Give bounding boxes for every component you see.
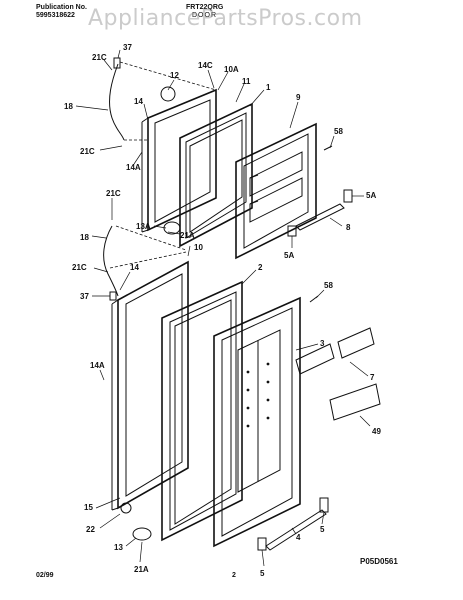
publication-label: Publication No. xyxy=(36,4,87,11)
callout: 1 xyxy=(266,83,271,92)
callout: 21C xyxy=(80,147,95,156)
callout: 21C xyxy=(72,263,87,272)
upper-door-liner xyxy=(235,122,317,260)
bottom-hinge-pin xyxy=(132,527,152,541)
watermark: AppliancePartsPros.com xyxy=(88,6,363,31)
callout: 5A xyxy=(366,191,376,200)
upper-door-gasket xyxy=(179,102,253,248)
section-title: DOOR xyxy=(192,12,217,19)
lower-shelf-bar xyxy=(257,497,329,551)
callout: 5A xyxy=(284,251,294,260)
callout: 11 xyxy=(242,77,251,86)
callout: 58 xyxy=(324,281,333,290)
callout: 14 xyxy=(134,97,143,106)
callout: 7 xyxy=(370,373,375,382)
model-number: FRT22QRG xyxy=(186,4,224,11)
callout: 14A xyxy=(126,163,141,172)
hinge-pin-13a xyxy=(163,221,181,235)
callout-labels: 37 21C 12 14C 10A 11 1 9 18 14 58 21C 14… xyxy=(64,43,381,578)
callout: 21A xyxy=(180,231,195,240)
leader-lines xyxy=(75,49,371,567)
callout: 37 xyxy=(80,292,89,301)
callout: 18 xyxy=(64,102,73,111)
callout: 5 xyxy=(320,525,325,534)
footer-date: 02/99 xyxy=(36,572,54,579)
callout: 2 xyxy=(258,263,263,272)
upper-shelf-bar xyxy=(287,189,353,237)
callout: 14A xyxy=(90,361,105,370)
lower-door-panel xyxy=(111,260,189,511)
door-bins xyxy=(295,327,381,421)
callout: 37 xyxy=(123,43,132,52)
publication-number: 5995318622 xyxy=(36,12,75,19)
callout: 21C xyxy=(106,189,121,198)
callout: 3 xyxy=(320,339,325,348)
bottom-hinge-bushing xyxy=(120,502,132,514)
callout: 9 xyxy=(296,93,301,102)
lower-door-gasket xyxy=(161,280,243,542)
callout: 15 xyxy=(84,503,93,512)
callout: 21C xyxy=(92,53,107,62)
callout: 4 xyxy=(296,533,301,542)
callout: 49 xyxy=(372,427,381,436)
callout: 5 xyxy=(260,569,265,578)
callout: 10 xyxy=(194,243,203,252)
callout: 10A xyxy=(224,65,239,74)
footer-page-number: 2 xyxy=(232,572,236,579)
callout: 18 xyxy=(80,233,89,242)
upper-hinge-wire xyxy=(109,57,217,141)
callout: 14 xyxy=(130,263,139,272)
callout: 14C xyxy=(198,61,213,70)
callout: 21A xyxy=(134,565,149,574)
callout: 58 xyxy=(334,127,343,136)
footer-ref-code: P05D0561 xyxy=(360,557,398,566)
callout: 13A xyxy=(136,222,151,231)
callout: 22 xyxy=(86,525,95,534)
lower-door-liner xyxy=(213,296,301,548)
callout: 13 xyxy=(114,543,123,552)
upper-door-panel xyxy=(141,88,217,233)
callout: 8 xyxy=(346,223,351,232)
callout: 12 xyxy=(170,71,179,80)
lower-hinge-wire xyxy=(103,225,187,301)
